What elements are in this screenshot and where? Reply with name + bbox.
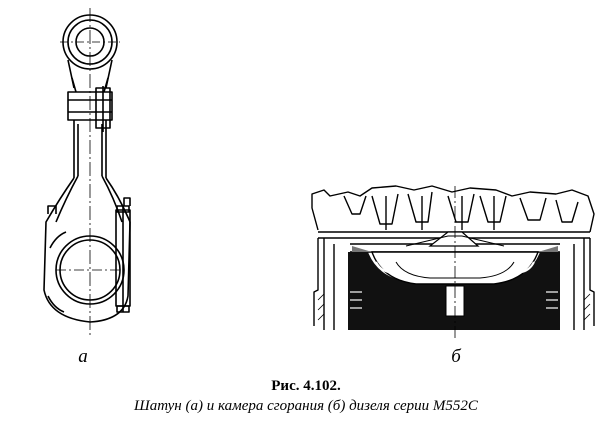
figure-caption-title: Рис. 4.102.	[271, 378, 341, 394]
figure-caption-text: Шатун (а) и камера сгорания (б) дизеля с…	[134, 398, 478, 414]
connecting-rod-drawing	[43, 8, 131, 338]
combustion-chamber-drawing	[311, 185, 595, 338]
sub-label-a: а	[78, 346, 88, 367]
sub-label-b: б	[451, 346, 461, 367]
